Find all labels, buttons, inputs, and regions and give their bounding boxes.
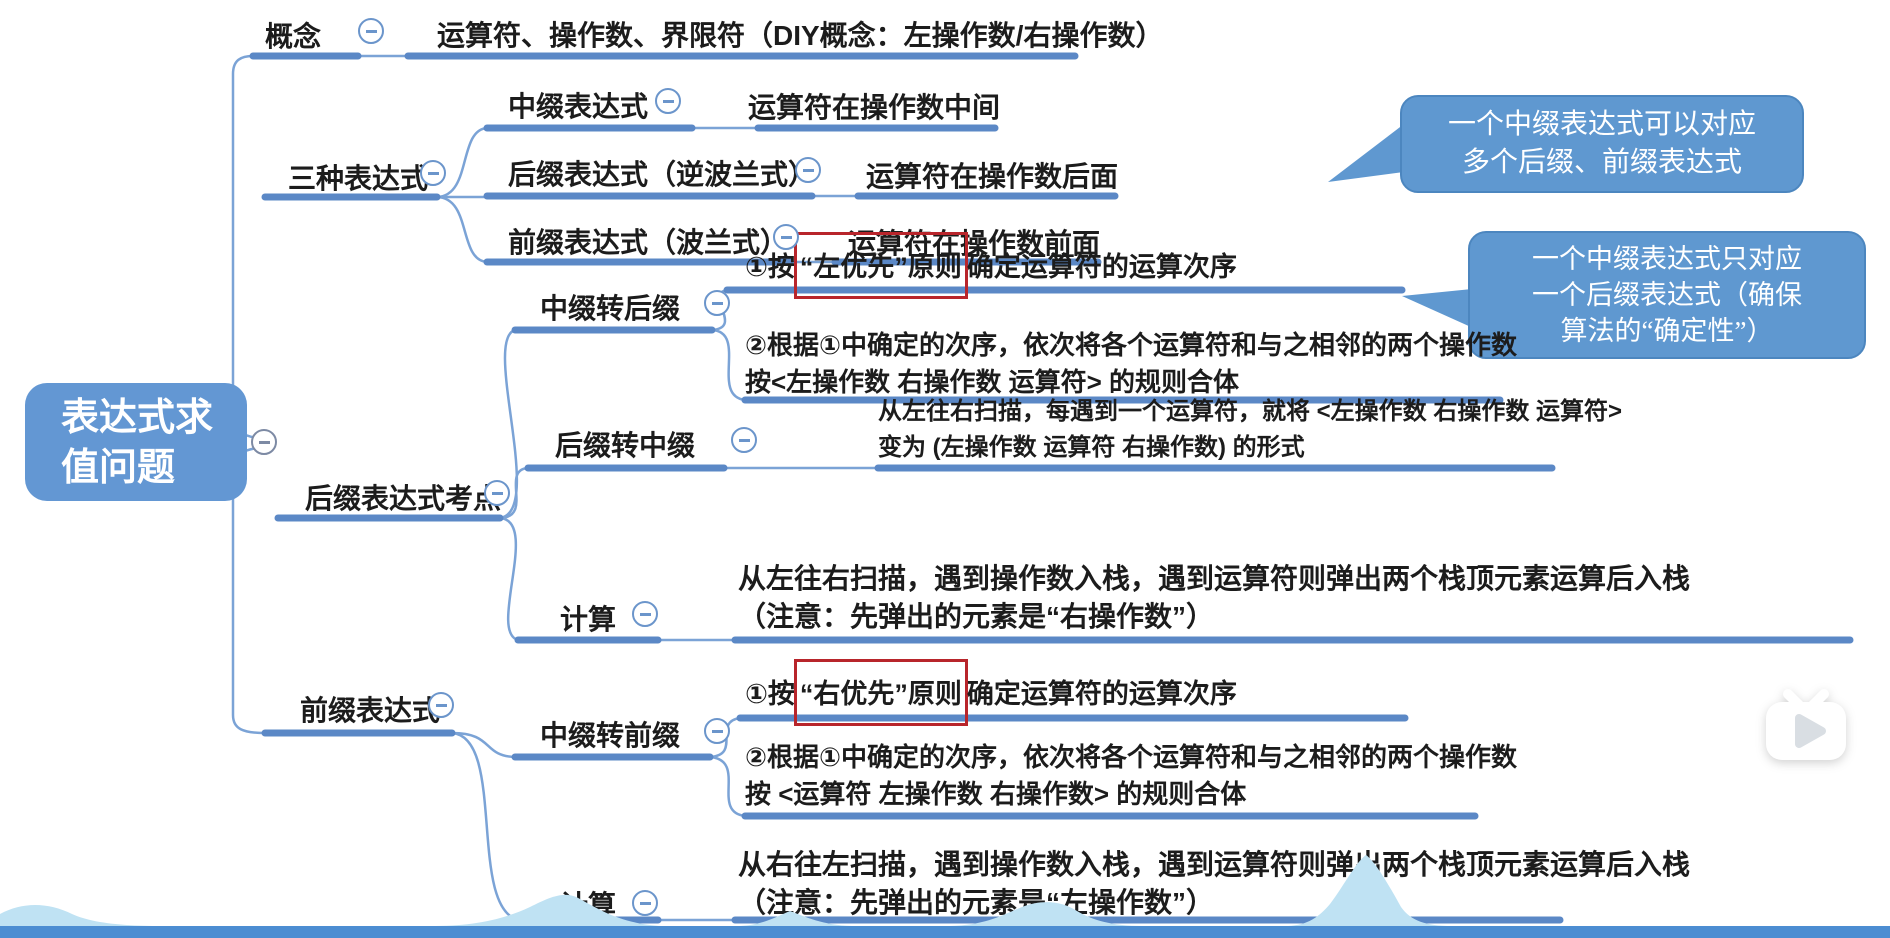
collapse-icon[interactable] [632,601,658,627]
node-concept-label[interactable]: 概念 [265,21,322,52]
node-three-expressions[interactable]: 三种表达式 [288,163,429,194]
collapse-icon[interactable] [704,290,730,316]
callout-many-postfix[interactable]: 一个中缀表达式可以对应 多个后缀、前缀表达式 [1400,95,1804,193]
node-infix-to-prefix[interactable]: 中缀转前缀 [540,720,681,751]
node-postfix-calculation[interactable]: 计算 [560,604,617,635]
step1-prefix: ①按 [745,679,795,709]
collapse-icon[interactable] [731,427,757,453]
collapse-icon[interactable] [428,692,454,718]
node-prefix-calculation-text[interactable]: 从右往左扫描，遇到操作数入栈，遇到运算符则弹出两个栈顶元素运算后入栈 （注意：先… [738,849,1691,918]
node-i2pre-step1[interactable]: ①按“右优先”原则确定运算符的运算次序 [745,659,1237,726]
callout-tail [1402,288,1482,332]
node-infix-label[interactable]: 中缀表达式 [508,91,649,122]
left-priority-highlight-box: “左优先”原则 [793,232,968,299]
node-postfix-calculation-text[interactable]: 从左往右扫描，遇到操作数入栈，遇到运算符则弹出两个栈顶元素运算后入栈 （注意：先… [738,563,1691,632]
collapse-icon[interactable] [251,429,277,455]
node-concept-text[interactable]: 运算符、操作数、界限符（DIY概念：左操作数/右操作数） [437,20,1164,51]
node-postfix-to-infix-text[interactable]: 从左往右扫描，每遇到一个运算符，就将 <左操作数 右操作数 运算符> 变为 (左… [878,398,1623,461]
bottom-blue-bar [0,926,1890,938]
callout-one-postfix[interactable]: 一个中缀表达式只对应 一个后缀表达式（确保 算法的“确定性”） [1468,231,1866,359]
node-postfix-to-infix[interactable]: 后缀转中缀 [555,430,696,461]
collapse-icon[interactable] [484,480,510,506]
bilibili-tv-play-icon[interactable] [1758,678,1854,773]
node-i2pre-step2[interactable]: ②根据①中确定的次序，依次将各个运算符和与之相邻的两个操作数 按 <运算符 左操… [745,742,1518,809]
callout-tail [1328,124,1404,182]
node-postfix-label[interactable]: 后缀表达式（逆波兰式） [508,159,817,190]
step1-suffix: 确定运算符的运算次序 [966,679,1237,709]
collapse-icon[interactable] [795,157,821,183]
node-prefix-branch[interactable]: 前缀表达式 [300,695,441,726]
node-i2p-step2[interactable]: ②根据①中确定的次序，依次将各个运算符和与之相邻的两个操作数 按<左操作数 右操… [745,330,1518,397]
collapse-icon[interactable] [358,18,384,44]
right-priority-highlight-box: “右优先”原则 [793,659,968,726]
node-postfix-topics[interactable]: 后缀表达式考点 [305,483,502,514]
step1-suffix: 确定运算符的运算次序 [966,252,1237,282]
node-prefix-type-label[interactable]: 前缀表达式（波兰式） [508,227,789,258]
collapse-icon[interactable] [704,718,730,744]
collapse-icon[interactable] [420,160,446,186]
node-infix-to-postfix[interactable]: 中缀转后缀 [540,293,681,324]
node-postfix-text[interactable]: 运算符在操作数后面 [866,161,1119,192]
root-node[interactable]: 表达式求 值问题 [25,383,247,501]
node-infix-text[interactable]: 运算符在操作数中间 [748,92,1001,123]
node-i2p-step1[interactable]: ①按“左优先”原则确定运算符的运算次序 [745,232,1237,299]
collapse-icon[interactable] [632,890,658,916]
collapse-icon[interactable] [773,224,799,250]
collapse-icon[interactable] [655,88,681,114]
step1-prefix: ①按 [745,252,795,282]
